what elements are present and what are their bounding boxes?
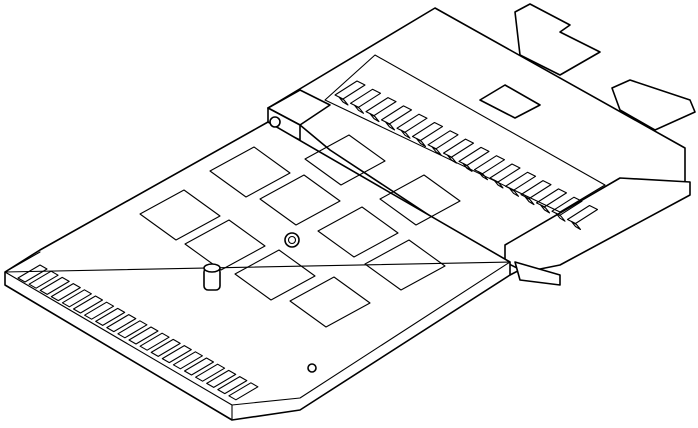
mount-hole: [284, 232, 300, 248]
edge-contact: [172, 351, 203, 370]
edge-contact: [161, 345, 192, 364]
edge-contact: [206, 369, 237, 388]
chip: [379, 174, 461, 226]
edge-contact: [150, 338, 181, 357]
connector-pin-tip: [555, 212, 566, 222]
edge-contact: [228, 382, 259, 401]
connector-pin-tip: [508, 187, 520, 197]
connector-pin-tip: [524, 196, 535, 206]
connector-pin-tip: [400, 129, 411, 139]
edge-contact: [72, 295, 104, 314]
connector-pin-tip: [462, 162, 473, 172]
connector-pin-tip: [415, 137, 427, 148]
edge-contact: [28, 270, 59, 289]
pcb-card: [4, 116, 511, 421]
connector-housing: [267, 3, 696, 286]
connector-pin-tip: [477, 171, 489, 181]
chip: [364, 239, 446, 291]
edge-contact: [139, 332, 170, 351]
connector-pin-tip: [570, 220, 582, 231]
edge-contact: [106, 314, 137, 333]
chip: [184, 219, 266, 271]
connector-pin-tip: [384, 121, 396, 131]
chips: [139, 134, 461, 328]
edge-contact: [217, 376, 248, 395]
connector-pin-tip: [431, 146, 442, 156]
edge-contact: [61, 289, 92, 308]
edge-contact: [50, 283, 81, 302]
connector-pin-tip: [353, 104, 365, 114]
edge-contact: [17, 264, 48, 283]
chip: [209, 146, 291, 198]
edge-contacts: [17, 264, 259, 401]
connector-pin-tip: [446, 154, 458, 164]
chip: [234, 249, 316, 301]
locating-pin: [203, 263, 221, 291]
edge-contact: [95, 307, 126, 326]
connector-pin-tip: [539, 204, 551, 214]
connector-pin-tip: [369, 113, 380, 123]
chip: [259, 174, 341, 226]
edge-contact: [117, 320, 148, 339]
chip: [139, 189, 221, 241]
edge-contact: [39, 276, 70, 295]
top-hole: [269, 116, 281, 128]
connector-pins: [334, 80, 599, 231]
chip: [289, 276, 371, 328]
chip: [317, 206, 399, 258]
edge-contact: [128, 326, 159, 345]
corner-hole: [307, 363, 317, 373]
connector-pin-tip: [338, 96, 349, 106]
edge-contact: [195, 363, 226, 382]
edge-contact: [84, 301, 115, 320]
chip: [304, 134, 386, 186]
edge-contact: [183, 357, 215, 376]
connector-pin-tip: [493, 179, 504, 189]
